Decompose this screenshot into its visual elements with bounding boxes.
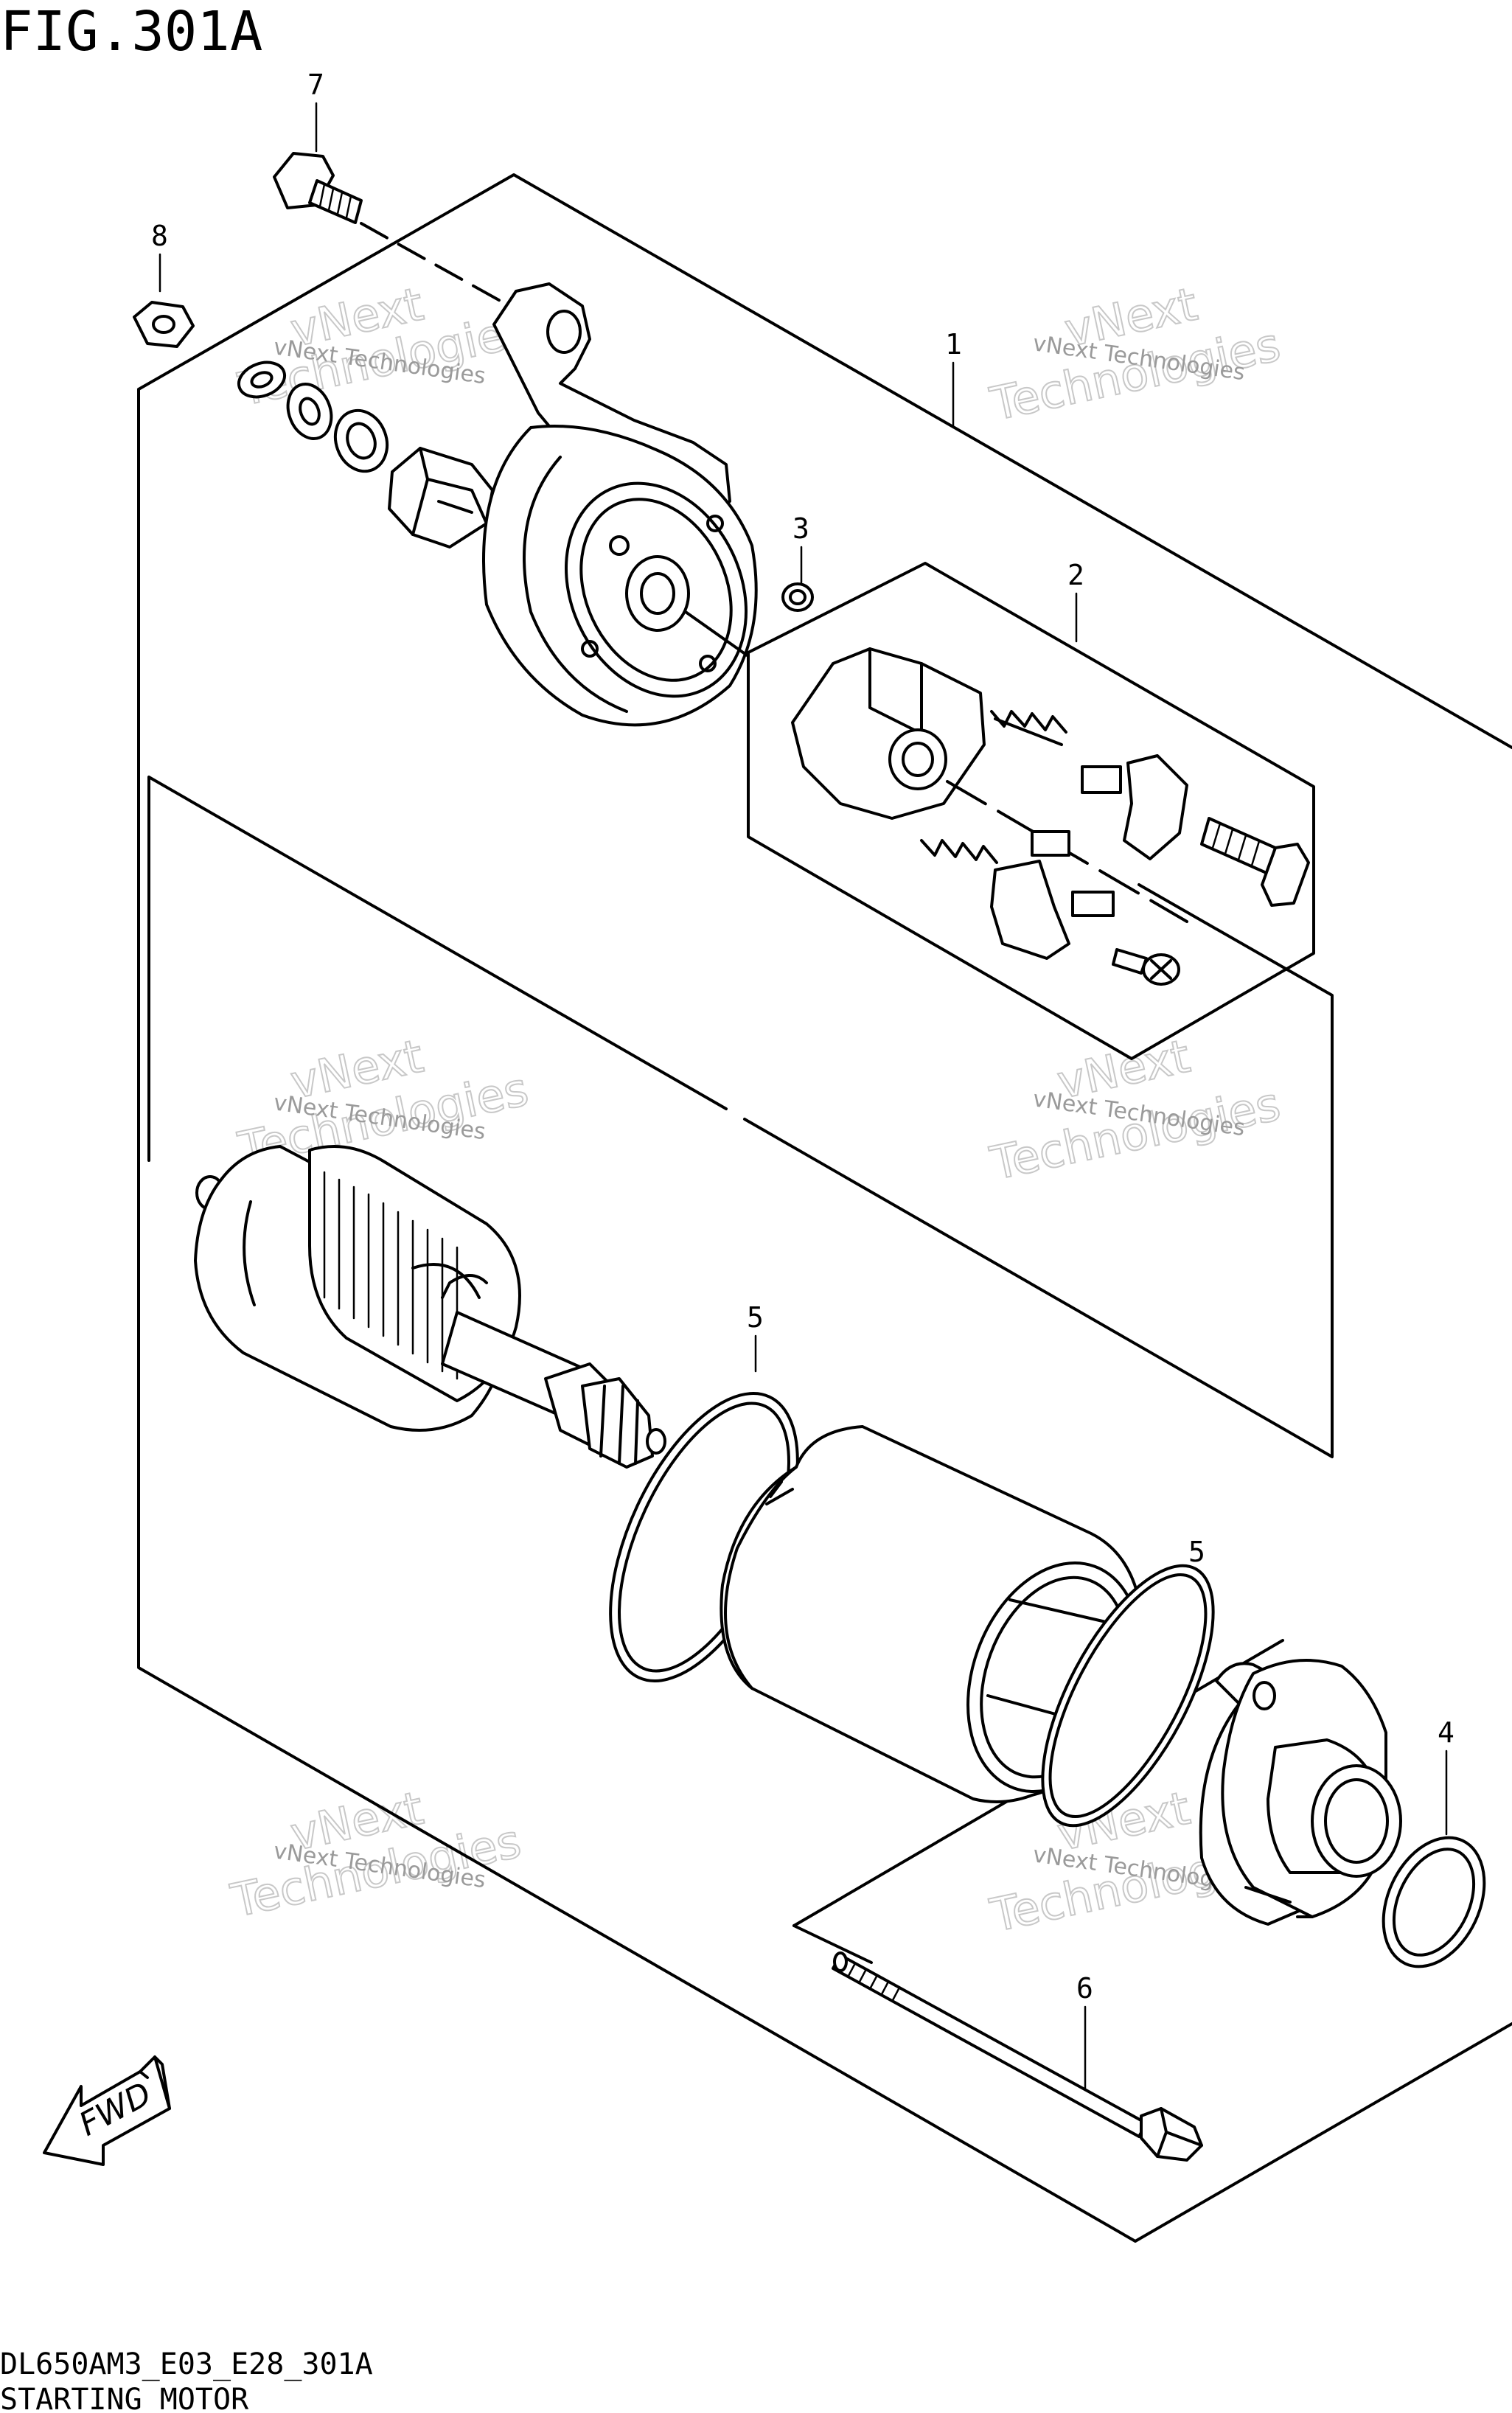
brush-upper	[1081, 754, 1188, 860]
armature	[194, 1145, 666, 1469]
washer-upper	[237, 361, 286, 399]
brush-holder-frame-2	[747, 562, 1315, 1060]
svg-text:5: 5	[747, 1301, 764, 1334]
svg-text:5: 5	[1188, 1536, 1205, 1568]
assembly-frame-1	[137, 173, 1512, 2243]
callout-8: 8	[151, 220, 168, 293]
callout-2: 2	[1067, 559, 1084, 643]
watermark-mid-right: Technologies vNext vNext Technologies	[985, 1028, 1286, 1191]
o-ring-5-lower	[1041, 1564, 1215, 1828]
washer-3	[781, 582, 814, 612]
fwd-arrow: FWD	[43, 2055, 171, 2166]
svg-text:2: 2	[1067, 559, 1084, 591]
svg-text:7: 7	[307, 69, 324, 101]
spring-lower	[920, 839, 998, 864]
washer-middle	[286, 383, 333, 440]
callout-1: 1	[945, 328, 962, 428]
callout-5-upper: 5	[747, 1301, 764, 1373]
svg-text:1: 1	[945, 328, 962, 361]
svg-text:3: 3	[792, 512, 809, 545]
figure-code: DL650AM3_E03_E28_301A	[0, 2347, 373, 2381]
terminal-insulator	[388, 447, 494, 549]
callout-7: 7	[307, 69, 324, 153]
terminal-bolt	[1200, 817, 1310, 907]
figure-title: FIG.301A	[0, 0, 262, 63]
svg-text:4: 4	[1438, 1716, 1454, 1749]
brush-lower	[990, 830, 1115, 960]
callout-6: 6	[1076, 1972, 1093, 2099]
front-bracket	[1199, 1659, 1402, 1926]
brush-plate	[791, 647, 1188, 923]
watermark-top-right: Technologies vNext vNext Technologies	[985, 276, 1286, 432]
end-frame-lower-left	[792, 1924, 873, 1964]
nut-8	[133, 301, 195, 348]
svg-text:8: 8	[151, 220, 168, 252]
exploded-frame	[147, 776, 1334, 1458]
spring-upper	[990, 710, 1067, 746]
o-ring-4	[1382, 1836, 1486, 1968]
screw-small	[1112, 948, 1180, 986]
bushing	[333, 408, 389, 473]
watermark-top-left: Technologies vNext vNext Technologies	[233, 276, 534, 417]
callout-3: 3	[792, 512, 809, 584]
rear-cover	[482, 282, 758, 727]
callout-4: 4	[1438, 1716, 1454, 1836]
svg-text:6: 6	[1076, 1972, 1093, 2005]
figure-caption: STARTING MOTOR	[0, 2383, 249, 2413]
bolt-7	[273, 152, 518, 311]
long-bolt-6	[832, 1951, 1203, 2162]
